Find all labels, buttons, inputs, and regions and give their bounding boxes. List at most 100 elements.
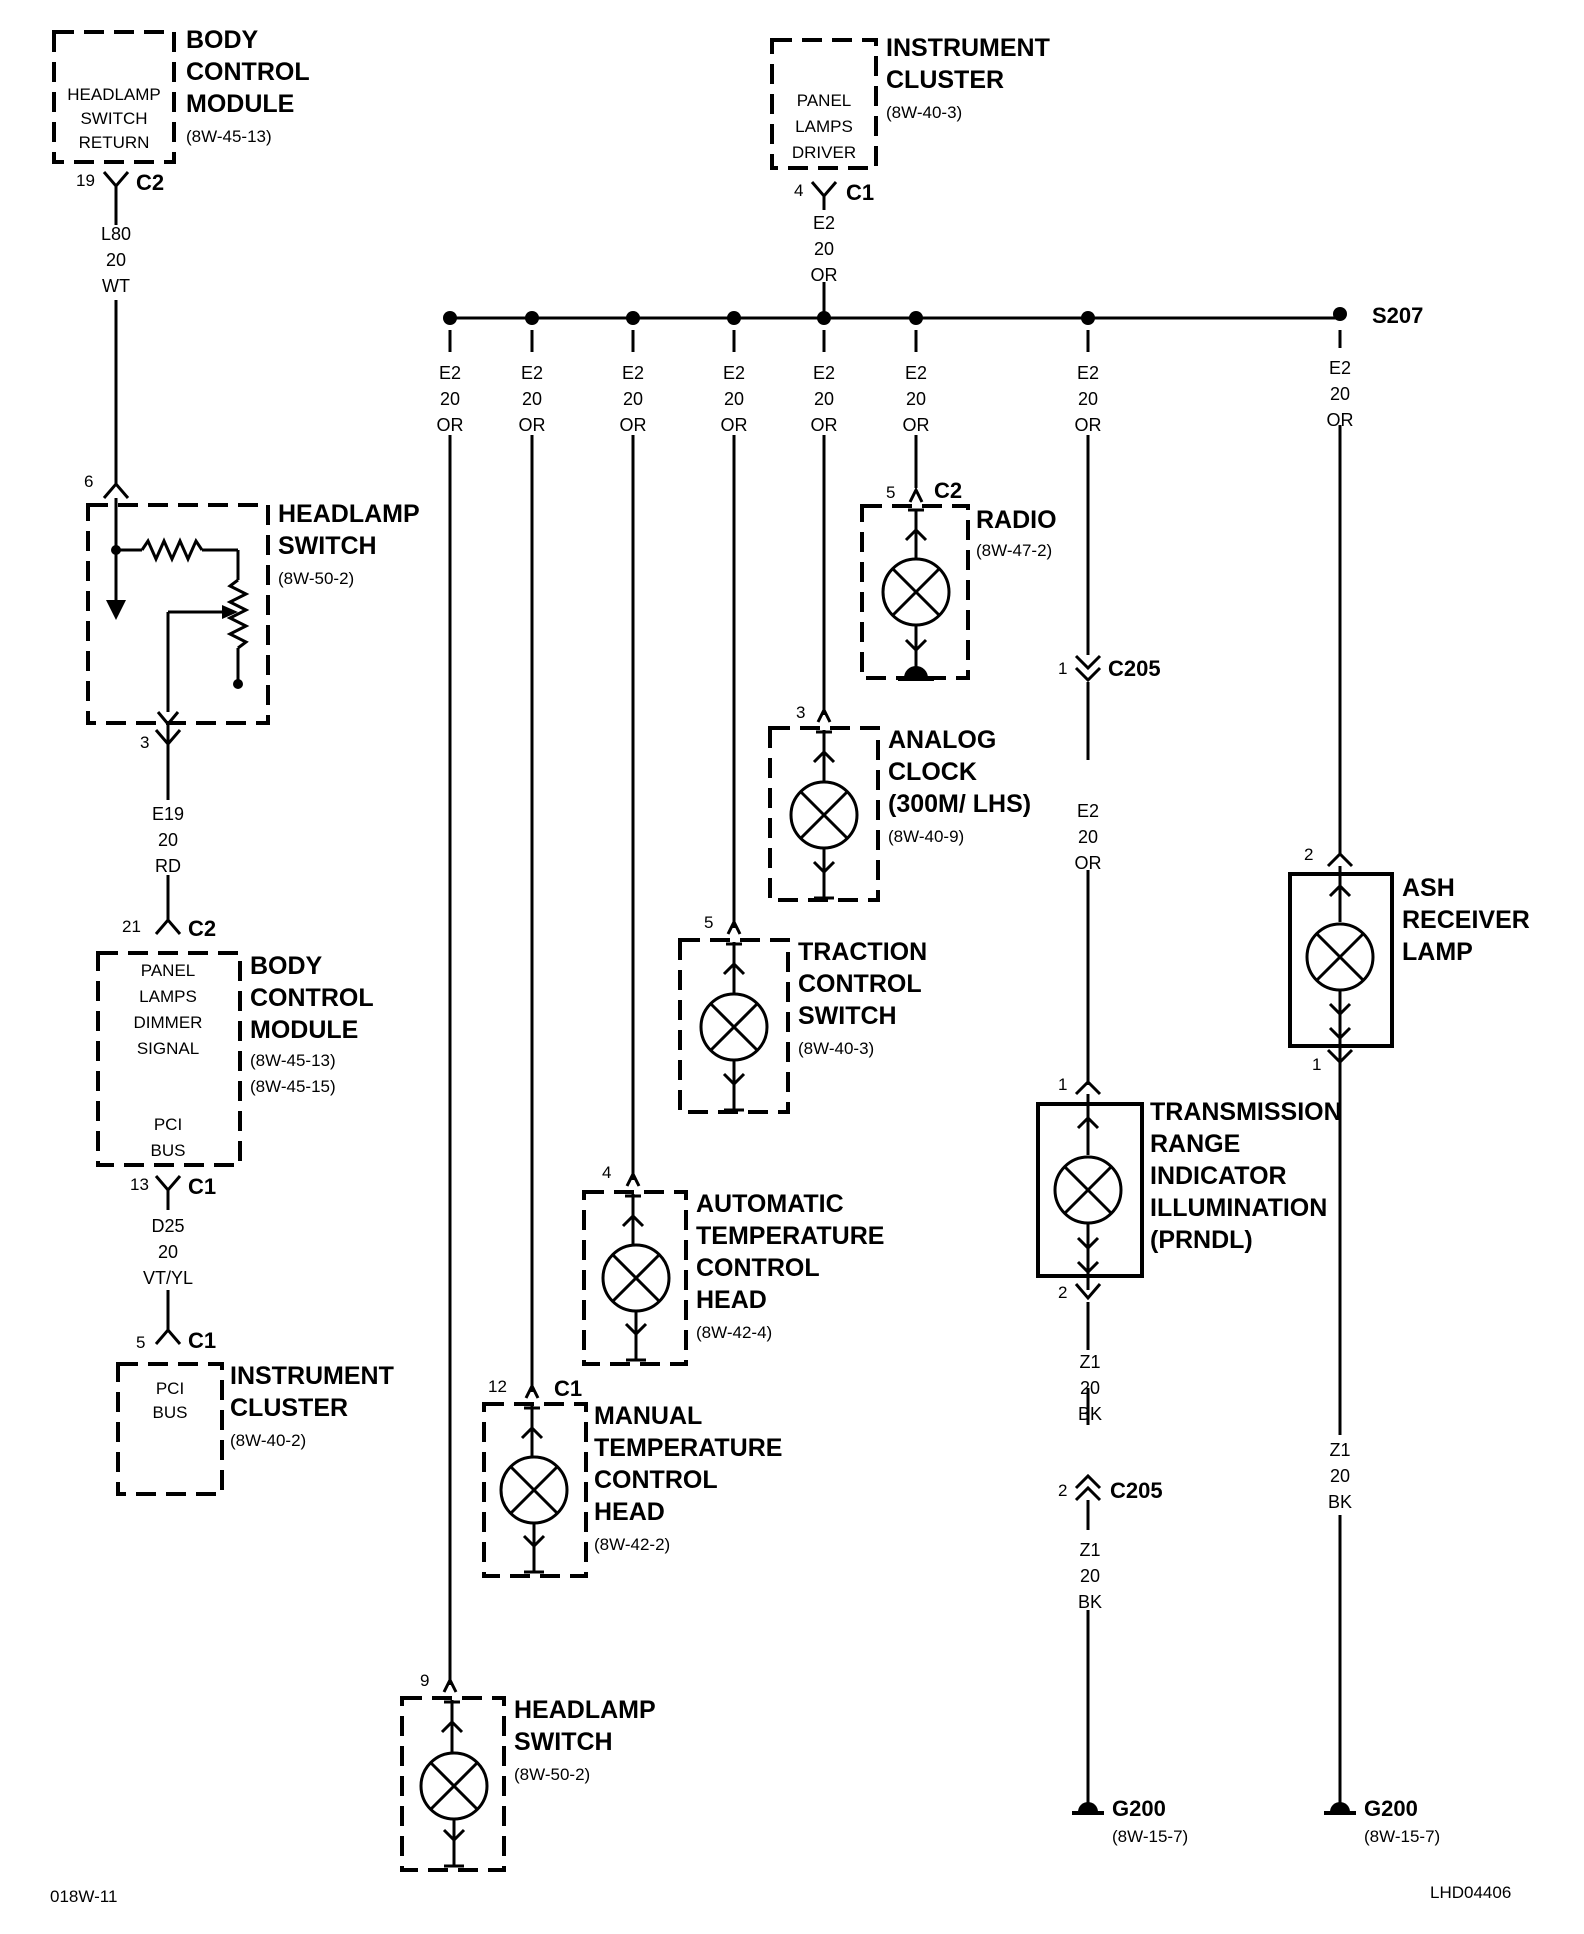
svg-text:20: 20 — [158, 1242, 178, 1262]
svg-text:LAMP: LAMP — [1402, 938, 1473, 966]
wire-label-z1-prndl: Z1 20 BK — [1078, 1352, 1102, 1424]
svg-text:PCI: PCI — [154, 1115, 182, 1134]
radio-lamp-icon — [881, 557, 951, 627]
svg-text:(8W-42-2): (8W-42-2) — [594, 1535, 670, 1554]
connector-c205-bottom: 2 C205 — [1058, 1473, 1163, 1530]
svg-text:OR: OR — [1075, 853, 1102, 873]
svg-text:E2: E2 — [1077, 363, 1099, 383]
radio: 5 C2 RADIO (8W-47-2) — [860, 478, 1057, 681]
wire-label-z1-c205: Z1 20 BK — [1078, 1540, 1102, 1612]
wire-label-l80: L80 20 WT — [101, 224, 131, 296]
svg-text:2: 2 — [1058, 1283, 1067, 1302]
splice-label: S207 — [1372, 303, 1423, 328]
svg-text:MODULE: MODULE — [250, 1016, 358, 1044]
svg-text:CONTROL: CONTROL — [250, 984, 374, 1012]
svg-text:DRIVER: DRIVER — [792, 143, 856, 162]
traction-control-switch: 5 TRACTION CONTROL SWITCH (8W-40-3) — [678, 913, 927, 1114]
svg-text:C205: C205 — [1110, 1478, 1163, 1503]
svg-text:RD: RD — [155, 856, 181, 876]
svg-text:INSTRUMENT: INSTRUMENT — [230, 1362, 394, 1390]
svg-text:BK: BK — [1078, 1404, 1102, 1424]
svg-text:4: 4 — [602, 1163, 611, 1182]
footer-right-code: LHD04406 — [1430, 1883, 1511, 1902]
svg-text:20: 20 — [724, 389, 744, 409]
svg-text:CONTROL: CONTROL — [186, 58, 310, 86]
svg-text:C1: C1 — [188, 1174, 216, 1199]
svg-text:OR: OR — [1075, 415, 1102, 435]
svg-text:(8W-45-13): (8W-45-13) — [186, 127, 272, 146]
svg-text:OR: OR — [811, 265, 838, 285]
svg-text:PANEL: PANEL — [141, 961, 196, 980]
svg-text:20: 20 — [814, 389, 834, 409]
ground-g200-right: G200 (8W-15-7) — [1324, 1796, 1440, 1846]
svg-text:20: 20 — [1080, 1378, 1100, 1398]
svg-text:(8W-40-3): (8W-40-3) — [798, 1039, 874, 1058]
svg-text:L80: L80 — [101, 224, 131, 244]
svg-text:E2: E2 — [521, 363, 543, 383]
svg-text:CLOCK: CLOCK — [888, 758, 977, 786]
svg-text:PANEL: PANEL — [797, 91, 852, 110]
svg-text:OR: OR — [721, 415, 748, 435]
svg-text:9: 9 — [420, 1671, 429, 1690]
svg-text:C1: C1 — [554, 1376, 582, 1401]
wires — [114, 185, 1342, 1805]
svg-text:20: 20 — [522, 389, 542, 409]
prndl-lamp-icon — [1053, 1155, 1123, 1225]
svg-text:E2: E2 — [905, 363, 927, 383]
svg-text:(8W-15-7): (8W-15-7) — [1364, 1827, 1440, 1846]
svg-text:CLUSTER: CLUSTER — [230, 1394, 348, 1422]
svg-text:HEAD: HEAD — [696, 1286, 767, 1314]
svg-text:BK: BK — [1328, 1492, 1352, 1512]
wire-label-d25: D25 20 VT/YL — [143, 1216, 193, 1288]
svg-text:20: 20 — [906, 389, 926, 409]
svg-text:SIGNAL: SIGNAL — [137, 1039, 199, 1058]
svg-text:LAMPS: LAMPS — [139, 987, 197, 1006]
svg-text:TEMPERATURE: TEMPERATURE — [696, 1222, 884, 1250]
svg-text:E2: E2 — [439, 363, 461, 383]
svg-text:LAMPS: LAMPS — [795, 117, 853, 136]
svg-text:(8W-47-2): (8W-47-2) — [976, 541, 1052, 560]
svg-text:E2: E2 — [723, 363, 745, 383]
instrument-cluster-bottom: 5 C1 PCI BUS INSTRUMENT CLUSTER (8W-40-2… — [116, 1327, 394, 1496]
svg-text:HEADLAMP: HEADLAMP — [278, 500, 420, 528]
svg-text:Z1: Z1 — [1079, 1352, 1100, 1372]
svg-text:E2: E2 — [622, 363, 644, 383]
ash-receiver-lamp-icon — [1305, 922, 1375, 992]
svg-text:(8W-45-13): (8W-45-13) — [250, 1051, 336, 1070]
headlamp-switch-top: 6 3 HEADLAMP SWITCH (8W-50-2) — [84, 472, 420, 752]
svg-text:3: 3 — [140, 733, 149, 752]
traction-control-lamp-icon — [699, 992, 769, 1062]
svg-text:Z1: Z1 — [1079, 1540, 1100, 1560]
svg-text:HEADLAMP: HEADLAMP — [67, 85, 161, 104]
manual-temperature-lamp-icon — [499, 1455, 569, 1525]
svg-text:20: 20 — [1080, 1566, 1100, 1586]
analog-clock-lamp-icon — [789, 780, 859, 850]
svg-text:6: 6 — [84, 472, 93, 491]
svg-text:C1: C1 — [846, 180, 874, 205]
svg-text:13: 13 — [130, 1175, 149, 1194]
svg-text:(8W-50-2): (8W-50-2) — [514, 1765, 590, 1784]
svg-text:E2: E2 — [1329, 358, 1351, 378]
svg-text:BUS: BUS — [153, 1403, 188, 1422]
svg-text:2: 2 — [1058, 1481, 1067, 1500]
svg-text:OR: OR — [811, 415, 838, 435]
svg-text:(8W-40-2): (8W-40-2) — [230, 1431, 306, 1450]
svg-text:TRACTION: TRACTION — [798, 938, 927, 966]
svg-text:(8W-50-2): (8W-50-2) — [278, 569, 354, 588]
svg-text:20: 20 — [1078, 389, 1098, 409]
svg-text:SWITCH: SWITCH — [80, 109, 147, 128]
svg-text:OR: OR — [620, 415, 647, 435]
wire-label-e19: E19 20 RD — [152, 804, 184, 876]
svg-text:ANALOG: ANALOG — [888, 726, 996, 754]
svg-text:4: 4 — [794, 181, 803, 200]
headlamp-switch-lamp-icon — [419, 1751, 489, 1821]
